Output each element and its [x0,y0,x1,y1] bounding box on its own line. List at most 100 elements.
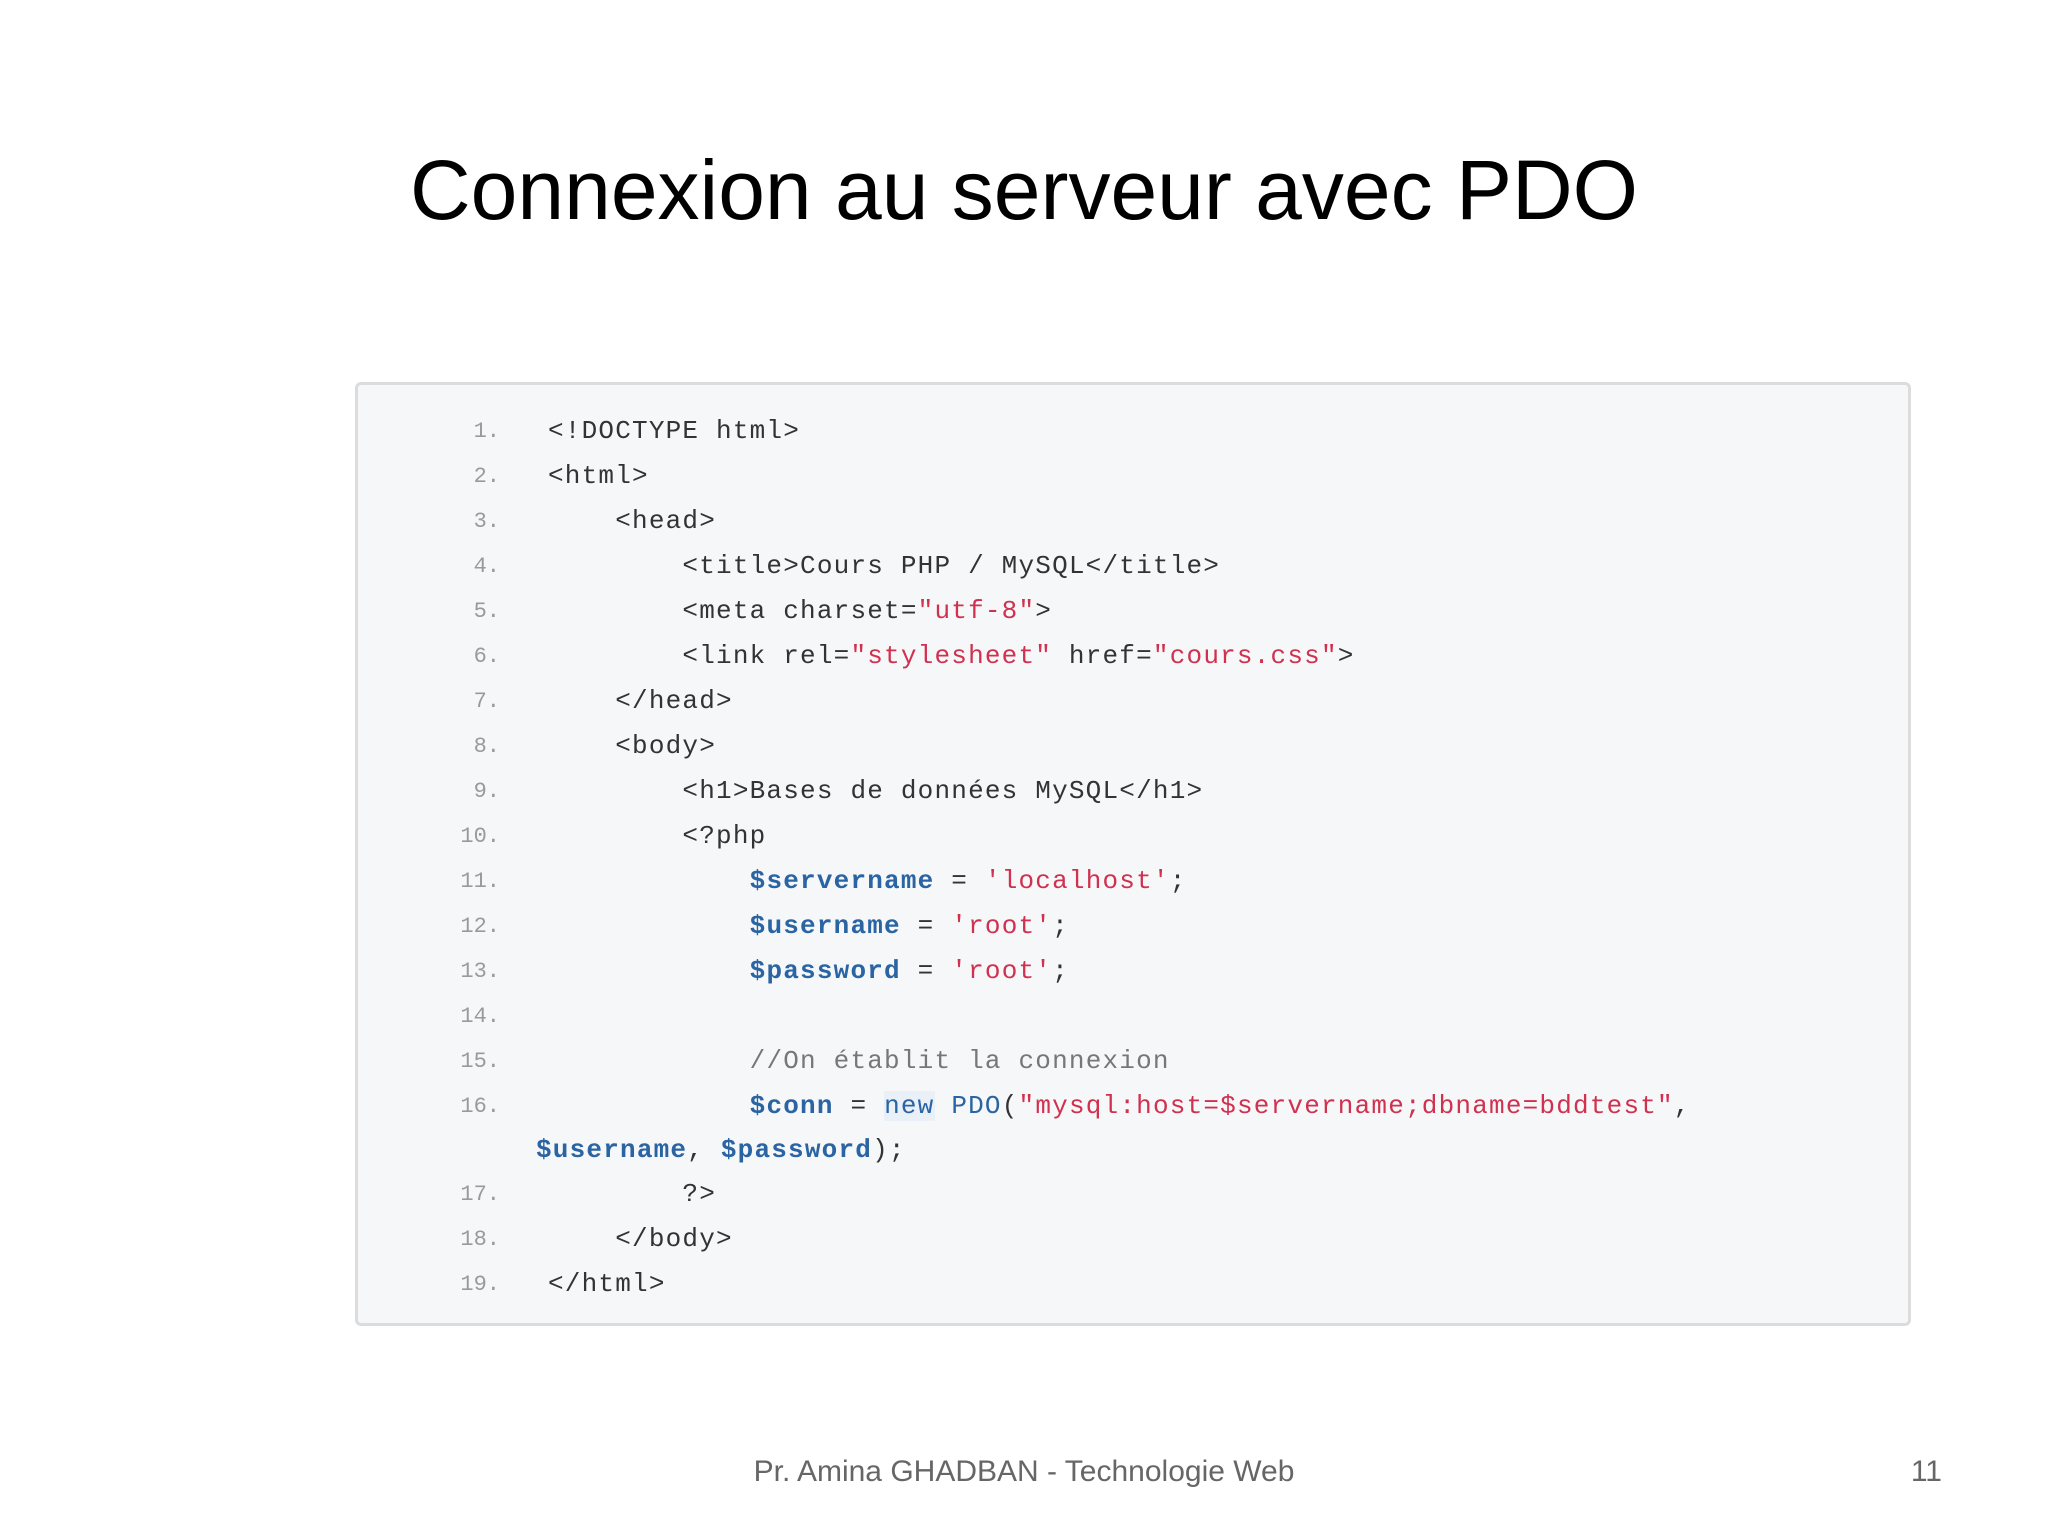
line-code: $password = 'root'; [548,949,1069,994]
code-line: 2. <html> [358,454,1908,499]
code-token-str: 'localhost' [984,866,1170,896]
line-number: 7. [473,689,500,714]
line-code: $username = 'root'; [548,904,1069,949]
code-token-plain: = [900,956,952,986]
code-token-str: "mysql:host=$servername;dbname=bddtest" [1018,1091,1674,1121]
code-line: 13. $password = 'root'; [358,949,1908,994]
line-number: 17. [460,1182,500,1207]
code-line: 8. <body> [358,724,1908,769]
code-token-var: $password [749,956,901,986]
code-line: 9. <h1>Bases de données MySQL</h1> [358,769,1908,814]
code-line: 16. $conn = new PDO("mysql:host=$servern… [358,1084,1908,1129]
slide-footer: Pr. Amina GHADBAN - Technologie Web [753,1455,1295,1488]
code-line: 3. <head> [358,499,1908,544]
line-number: 9. [473,779,500,804]
code-token-str: "utf-8" [917,596,1036,626]
code-token-str: 'root' [951,911,1053,941]
code-token-str: "stylesheet" [850,641,1053,671]
line-code: <?php [548,814,766,859]
code-line: 17. ?> [358,1172,1908,1217]
code-token-plain: <head> [615,506,717,536]
line-number: 10. [460,824,500,849]
code-token-plain: <h1>Bases de données MySQL</h1> [682,776,1204,806]
code-token-plain: , [1673,1091,1691,1121]
code-token-var: $conn [749,1091,834,1121]
line-code: </head> [548,679,733,724]
code-token-plain: </body> [615,1224,733,1254]
code-token-plain: <!DOCTYPE html> [548,416,801,446]
code-line: 7. </head> [358,679,1908,724]
line-number: 15. [460,1049,500,1074]
line-number: 11. [460,869,500,894]
line-number: 6. [473,644,500,669]
code-token-com: //On établit la connexion [749,1046,1170,1076]
code-line: 11. $servername = 'localhost'; [358,859,1908,904]
code-token-var: $servername [749,866,935,896]
code-line: 15. //On établit la connexion [358,1039,1908,1084]
code-token-plain: , [687,1135,721,1165]
line-number: 2. [473,464,500,489]
code-token-plain: <meta charset= [682,596,918,626]
line-code: <meta charset="utf-8"> [548,589,1052,634]
line-code: <h1>Bases de données MySQL</h1> [548,769,1203,814]
code-token-plain: = [900,911,952,941]
code-token-plain: = [833,1091,885,1121]
code-line: 5. <meta charset="utf-8"> [358,589,1908,634]
code-token-plain: ( [1001,1091,1019,1121]
code-token-plain: <html> [548,461,649,491]
code-token-plain: <title>Cours PHP / MySQL</title> [682,551,1221,581]
line-code: <link rel="stylesheet" href="cours.css"> [548,634,1355,679]
code-token-fn: PDO [951,1091,1002,1121]
code-token-plain: > [1337,641,1355,671]
code-line: 12. $username = 'root'; [358,904,1908,949]
code-line: 4. <title>Cours PHP / MySQL</title> [358,544,1908,589]
code-token-plain: ; [1052,911,1069,941]
code-token-plain: ?> [682,1179,717,1209]
line-code: </html> [548,1262,666,1307]
code-token-var: $username [536,1135,688,1165]
code-token-str: "cours.css" [1152,641,1338,671]
line-number: 5. [473,599,500,624]
line-code: $username, $password); [536,1129,906,1172]
code-token-str: 'root' [951,956,1053,986]
line-code: <title>Cours PHP / MySQL</title> [548,544,1220,589]
line-code: <html> [548,454,649,499]
code-line: 1.<!DOCTYPE html> [358,409,1908,454]
code-line: 18. </body> [358,1217,1908,1262]
line-number: 13. [460,959,500,984]
code-token-var: $password [720,1135,873,1165]
code-line: 19.</html> [358,1262,1908,1307]
line-number: 16. [460,1094,500,1119]
code-token-plain: ); [872,1135,906,1165]
code-block: 1.<!DOCTYPE html>2.<html>3. <head>4. <ti… [355,382,1911,1326]
code-token-var: $username [749,911,901,941]
code-token-plain: ; [1052,956,1069,986]
line-number: 8. [473,734,500,759]
code-token-plain: ; [1169,866,1187,896]
code-token-plain [935,1091,952,1121]
code-line: 6. <link rel="stylesheet" href="cours.cs… [358,634,1908,679]
line-code: ?> [548,1172,716,1217]
code-token-plain: href= [1052,641,1153,671]
line-number: 14. [460,1004,500,1029]
code-token-plain: > [1035,596,1053,626]
code-token-kw: new [884,1091,935,1121]
line-code: <!DOCTYPE html> [548,409,800,454]
code-token-plain: <body> [615,731,717,761]
code-token-plain: </head> [615,686,733,716]
code-token-plain: = [934,866,985,896]
line-number: 3. [473,509,500,534]
line-number: 12. [460,914,500,939]
code-token-plain: </html> [548,1269,666,1299]
code-token-plain: <link rel= [682,641,851,671]
code-lines: 1.<!DOCTYPE html>2.<html>3. <head>4. <ti… [358,409,1908,1307]
line-number: 18. [460,1227,500,1252]
slide-title: Connexion au serveur avec PDO [410,143,1638,237]
line-code: //On établit la connexion [548,1039,1170,1084]
code-line: 14. [358,994,1908,1039]
code-line-continuation: $username, $password); [358,1129,1908,1172]
line-code: <head> [548,499,716,544]
line-code: <body> [548,724,716,769]
line-code: $servername = 'localhost'; [548,859,1187,904]
page-number: 11 [1910,1455,1942,1488]
